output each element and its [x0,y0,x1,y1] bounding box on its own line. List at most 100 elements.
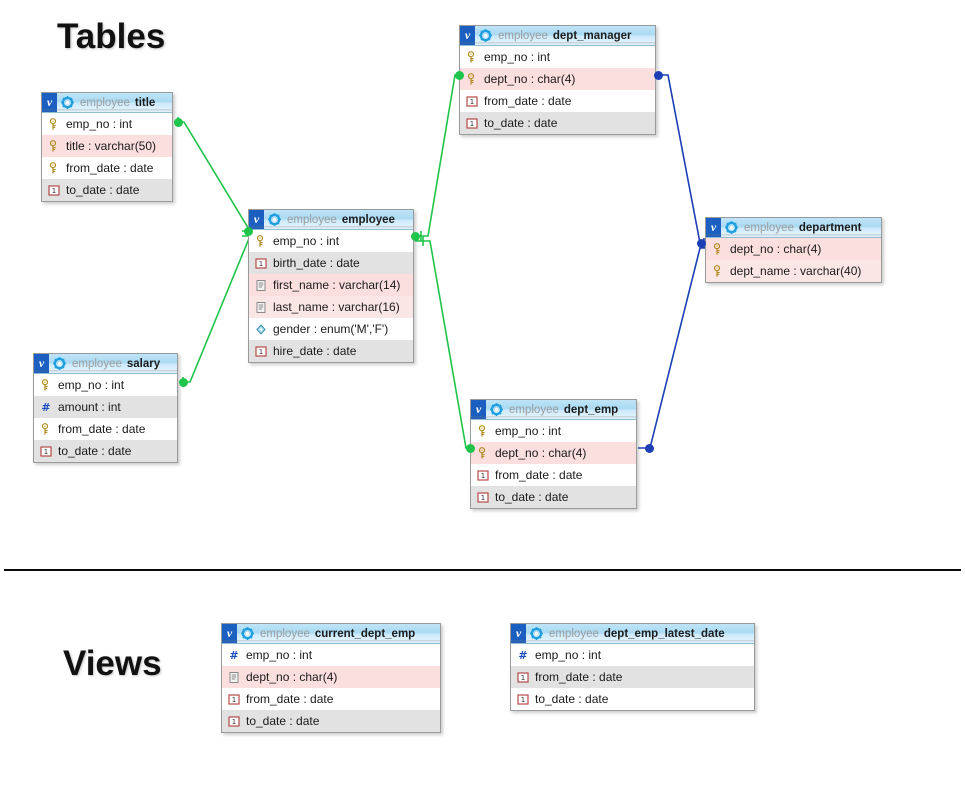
svg-text:1: 1 [259,348,263,356]
svg-text:1: 1 [44,448,48,456]
connector-salary-employee [179,235,252,387]
column-row[interactable]: first_name : varchar(14) [249,274,413,296]
connector-employee-dept-manager [415,74,465,241]
key-icon [712,242,724,256]
column-label: emp_no : int [484,50,551,64]
number-icon: # [228,649,240,662]
column-label: from_date : date [66,161,154,175]
svg-text:1: 1 [52,187,56,195]
text-icon [228,671,240,684]
text-icon [255,301,267,314]
column-row[interactable]: from_date : date [34,418,177,440]
column-row[interactable]: 1 to_date : date [460,112,655,134]
column-row[interactable]: gender : enum('M','F') [249,318,413,340]
key-icon [48,139,60,153]
column-row[interactable]: from_date : date [42,157,172,179]
date-icon: 1 [48,184,60,197]
column-row[interactable]: dept_no : char(4) [706,238,881,260]
column-row[interactable]: #amount : int [34,396,177,418]
enum-icon [255,323,267,336]
column-row[interactable]: emp_no : int [460,46,655,68]
gear-icon [61,96,74,109]
key-icon [466,72,478,86]
gear-icon [530,627,543,640]
entity-table-name: title [134,96,156,109]
date-icon: 1 [40,445,52,458]
key-icon [255,234,267,248]
column-row[interactable]: 1 birth_date : date [249,252,413,274]
column-label: dept_no : char(4) [495,446,587,460]
column-label: dept_no : char(4) [730,242,822,256]
key-icon [48,117,60,131]
column-row[interactable]: dept_no : char(4) [222,666,440,688]
connector-employee-dept-emp [415,236,476,449]
view-badge-icon: v [471,400,486,419]
gear-icon [53,357,66,370]
column-row[interactable]: #emp_no : int [511,644,754,666]
column-row[interactable]: dept_no : char(4) [471,442,636,464]
column-label: to_date : date [484,116,558,130]
date-icon: 1 [255,345,267,358]
date-icon: 1 [228,715,240,728]
column-label: from_date : date [58,422,146,436]
column-row[interactable]: emp_no : int [34,374,177,396]
column-label: title : varchar(50) [66,139,157,153]
column-row[interactable]: dept_name : varchar(40) [706,260,881,282]
entity-table-name: dept_manager [552,29,632,42]
section-title-views: Views [63,644,162,683]
column-label: first_name : varchar(14) [273,278,401,292]
column-row[interactable]: emp_no : int [249,230,413,252]
entity-table-name: department [798,221,862,234]
column-row[interactable]: title : varchar(50) [42,135,172,157]
column-label: birth_date : date [273,256,360,270]
view-badge-icon: v [249,210,264,229]
column-row[interactable]: #emp_no : int [222,644,440,666]
column-row[interactable]: dept_no : char(4) [460,68,655,90]
gear-icon [241,627,254,640]
column-row[interactable]: 1 from_date : date [471,464,636,486]
text-icon [255,279,267,292]
column-label: from_date : date [495,468,583,482]
endpoint-dept-emp-in [466,444,475,453]
connector-dept-manager-department [657,74,710,248]
column-row[interactable]: last_name : varchar(16) [249,296,413,318]
date-icon: 1 [255,257,267,270]
key-icon [48,161,60,175]
svg-text:1: 1 [470,120,474,128]
column-label: emp_no : int [58,378,125,392]
entity-table-name: dept_emp [563,403,619,416]
column-row[interactable]: emp_no : int [471,420,636,442]
number-icon: # [517,649,529,662]
column-label: to_date : date [58,444,132,458]
column-row[interactable]: emp_no : int [42,113,172,135]
endpoint-dept-manager-in [455,71,464,80]
date-icon: 1 [477,469,489,482]
svg-text:#: # [41,401,50,414]
date-icon: 1 [466,95,478,108]
column-row[interactable]: 1 to_date : date [34,440,177,462]
